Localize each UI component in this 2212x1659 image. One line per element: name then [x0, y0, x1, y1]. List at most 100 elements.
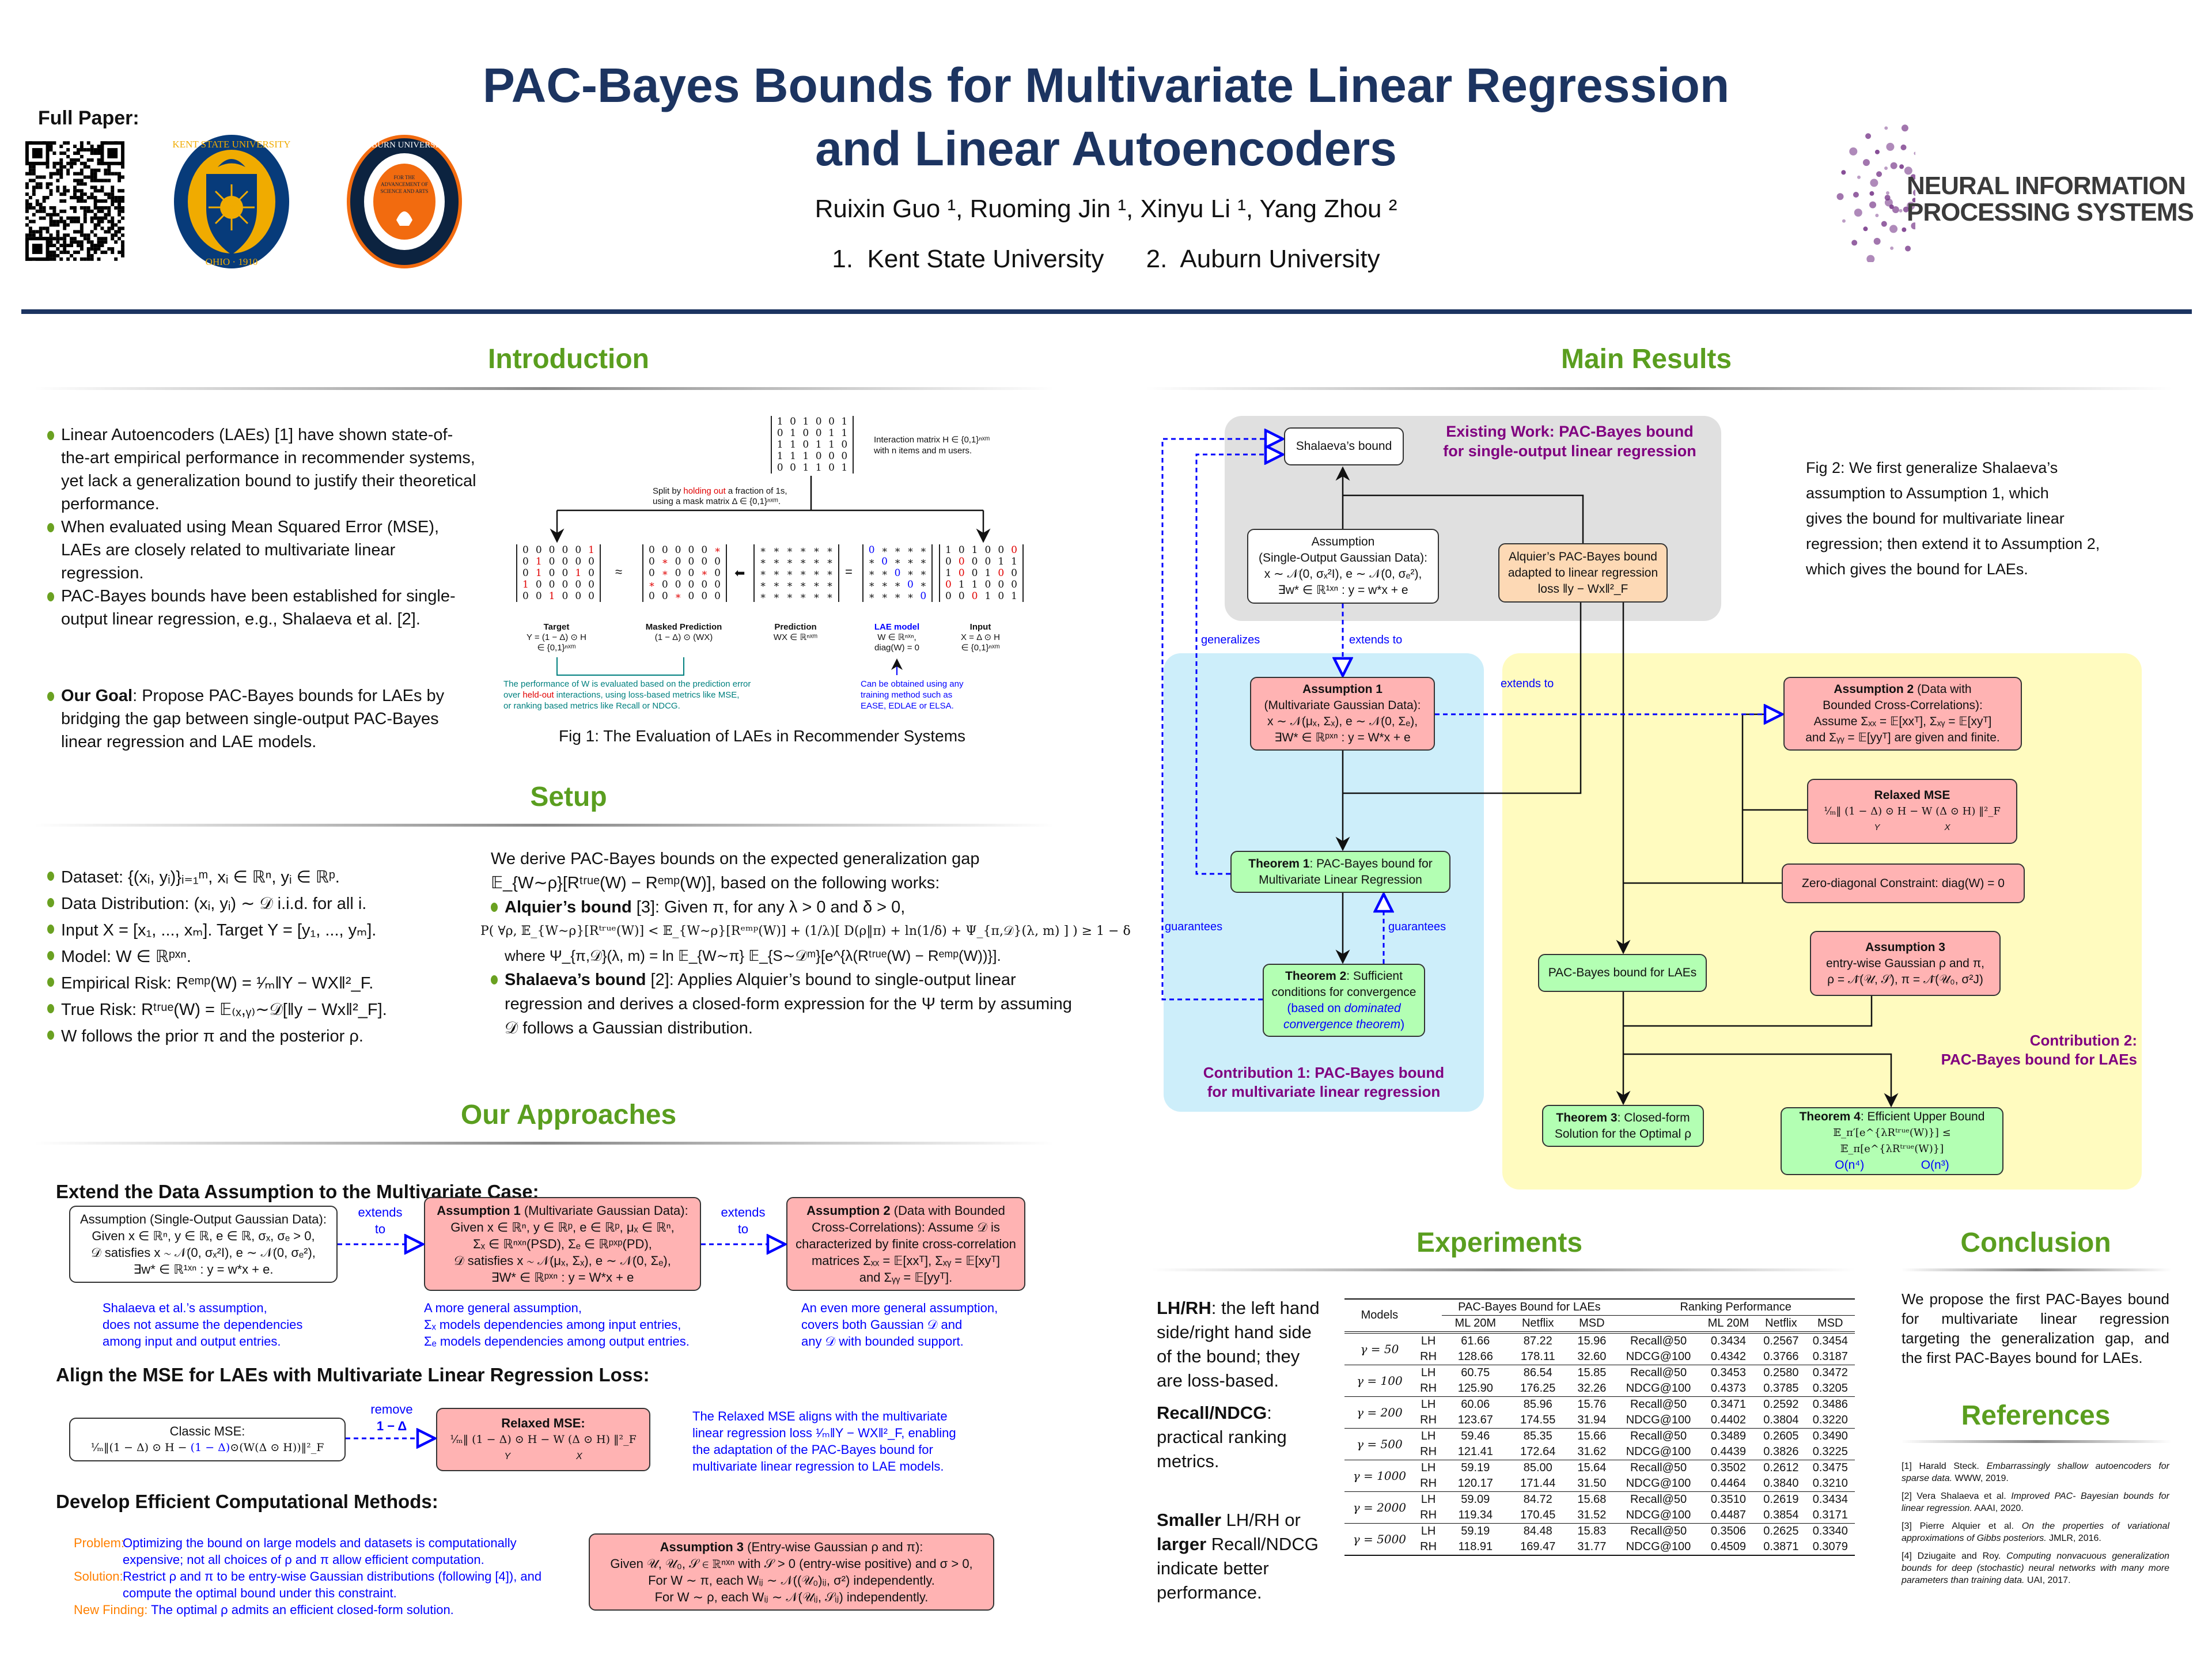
- matrix-cell: 0: [984, 544, 991, 556]
- metric-value-cell: 0.2619: [1763, 1493, 1799, 1506]
- matrix-cell: 0: [958, 590, 965, 602]
- matrix-cell: 1: [575, 567, 582, 579]
- matrix-cell: 1: [1011, 556, 1017, 567]
- matrix-cell: ∗: [907, 567, 914, 579]
- matrix-cell: ∗: [826, 590, 834, 602]
- matrix-cell: 1: [777, 439, 783, 450]
- bound-value-cell: 59.09: [1461, 1493, 1490, 1506]
- metric-value-cell: 0.3489: [1710, 1430, 1747, 1442]
- bound-value-cell: 59.19: [1461, 1461, 1490, 1474]
- metric-value-cell: 0.2612: [1763, 1461, 1799, 1474]
- matrix-cell: ∗: [772, 567, 780, 579]
- figure-1-caption: Fig 1: The Evaluation of LAEs in Recomme…: [559, 727, 966, 745]
- matrix-cell: 0: [575, 579, 582, 590]
- bound-value-cell: 15.68: [1577, 1493, 1607, 1506]
- matrix-cell: 1: [958, 579, 965, 590]
- matrix-cell: ∗: [772, 590, 780, 602]
- group-header-ranking: Ranking Performance: [1616, 1299, 1855, 1316]
- matrix-cell: 0: [984, 556, 991, 567]
- matrix-cell: ∗: [894, 579, 901, 590]
- bound-value-cell: 120.17: [1457, 1477, 1493, 1490]
- theorem-1-node: Theorem 1: PAC-Bayes bound for Multivari…: [1230, 851, 1450, 893]
- bound-value-cell: 60.06: [1461, 1398, 1490, 1411]
- relaxed-mse-note: The Relaxed MSE aligns with the multivar…: [692, 1409, 956, 1474]
- matrix-cell: ∗: [661, 567, 669, 579]
- matrix-cell: 0: [548, 556, 555, 567]
- matrix-cell: 0: [688, 544, 695, 556]
- qr-code-icon[interactable]: [25, 141, 124, 261]
- single-output-caption: Shalaeva et al.’s assumption,does not as…: [103, 1301, 303, 1349]
- matrix-cell: 0: [548, 544, 555, 556]
- assumption-1-box: Assumption 1 (Multivariate Gaussian Data…: [424, 1197, 701, 1291]
- matrix-cell: ∗: [772, 544, 780, 556]
- matrix-cell: 1: [522, 579, 529, 590]
- bound-side-cell: RH: [1420, 1382, 1437, 1395]
- matrix-cell: 0: [701, 590, 708, 602]
- bound-value-cell: 172.64: [1520, 1445, 1556, 1458]
- bound-value-cell: 170.45: [1520, 1509, 1556, 1521]
- metric-value-cell: 0.2625: [1763, 1525, 1799, 1537]
- references-list: [1] Harald Steck. Embarrassingly shallow…: [1902, 1460, 2169, 1592]
- matrix-cell: 0: [920, 590, 927, 602]
- matrix-cell: 1: [998, 556, 1005, 567]
- spacer: [1415, 1316, 1442, 1333]
- bound-side-cell: RH: [1420, 1540, 1437, 1553]
- intro-bullet: PAC-Bayes bounds have been established f…: [47, 585, 476, 631]
- matrix-cell: ∗: [759, 567, 767, 579]
- matrix-cell: 0: [649, 567, 655, 579]
- matrix-cell: ∗: [920, 556, 927, 567]
- bound-value-cell: 118.91: [1458, 1540, 1493, 1553]
- matrix-cell: 1: [802, 450, 809, 462]
- matrix-cell: 0: [958, 544, 965, 556]
- prediction-matrix: ∗∗∗∗∗∗∗∗∗∗∗∗∗∗∗∗∗∗∗∗∗∗∗∗∗∗∗∗∗∗: [753, 544, 839, 602]
- matrix-cell: 0: [522, 590, 529, 602]
- matrix-cell: ∗: [800, 544, 806, 556]
- evaluation-note: The performance of W is evaluated based …: [503, 679, 751, 711]
- bound-value-cell: 32.26: [1577, 1382, 1607, 1395]
- metric-value-cell: 0.3434: [1710, 1335, 1747, 1347]
- matrix-cell: 0: [575, 556, 582, 567]
- column-header-dataset: Netflix: [1765, 1317, 1797, 1330]
- matrix-cell: 0: [828, 450, 835, 462]
- matrix-cell: 1: [535, 556, 542, 567]
- setup-bullets: Dataset: {(xᵢ, yᵢ)}ᵢ₌₁ᵐ, xᵢ ∈ ℝⁿ, yᵢ ∈ ℝ…: [47, 864, 485, 1050]
- metric-cell: Recall@50: [1630, 1493, 1687, 1506]
- matrix-cell: 0: [675, 567, 681, 579]
- matrix-cell: 0: [588, 556, 594, 567]
- model-cell: γ = 200: [1357, 1406, 1403, 1419]
- extends-to-label: extends to: [1349, 634, 1403, 646]
- alquier-where: where Ψ_{π,𝒟}(λ, m) = ln 𝔼_{W∼π} 𝔼_{S∼𝒟ᵐ…: [505, 947, 1001, 964]
- matrix-cell: 0: [958, 556, 965, 567]
- metric-value-cell: 0.2567: [1763, 1335, 1799, 1347]
- intro-bullet: Linear Autoencoders (LAEs) [1] have show…: [47, 423, 476, 516]
- matrix-cell: 0: [1011, 567, 1017, 579]
- matrix-cell: ∗: [661, 556, 669, 567]
- metric-value-cell: 0.3840: [1763, 1477, 1799, 1490]
- align-heading: Align the MSE for LAEs with Multivariate…: [56, 1364, 650, 1385]
- model-cell: γ = 100: [1357, 1374, 1403, 1388]
- setup-works: We derive PAC-Bayes bounds on the expect…: [480, 847, 1131, 1040]
- reference-item: [1] Harald Steck. Embarrassingly shallow…: [1902, 1461, 2169, 1483]
- theorem-4-node: Theorem 4: Efficient Upper Bound 𝔼_π′[e^…: [1781, 1107, 2003, 1175]
- bound-value-cell: 119.34: [1458, 1509, 1493, 1521]
- svg-text:AUBURN UNIVERSITY: AUBURN UNIVERSITY: [359, 141, 449, 150]
- matrix-cell: 0: [701, 544, 708, 556]
- bound-value-cell: 125.90: [1457, 1382, 1493, 1395]
- generalizes-label: generalizes: [1201, 634, 1260, 646]
- matrix-cell: 0: [777, 462, 783, 474]
- develop-heading: Develop Efficient Computational Methods:: [56, 1491, 438, 1512]
- matrix-cell: ∗: [759, 579, 767, 590]
- bound-side-cell: LH: [1421, 1430, 1436, 1442]
- bound-side-cell: LH: [1421, 1335, 1436, 1347]
- intro-bullet: When evaluated using Mean Squared Error …: [47, 516, 476, 585]
